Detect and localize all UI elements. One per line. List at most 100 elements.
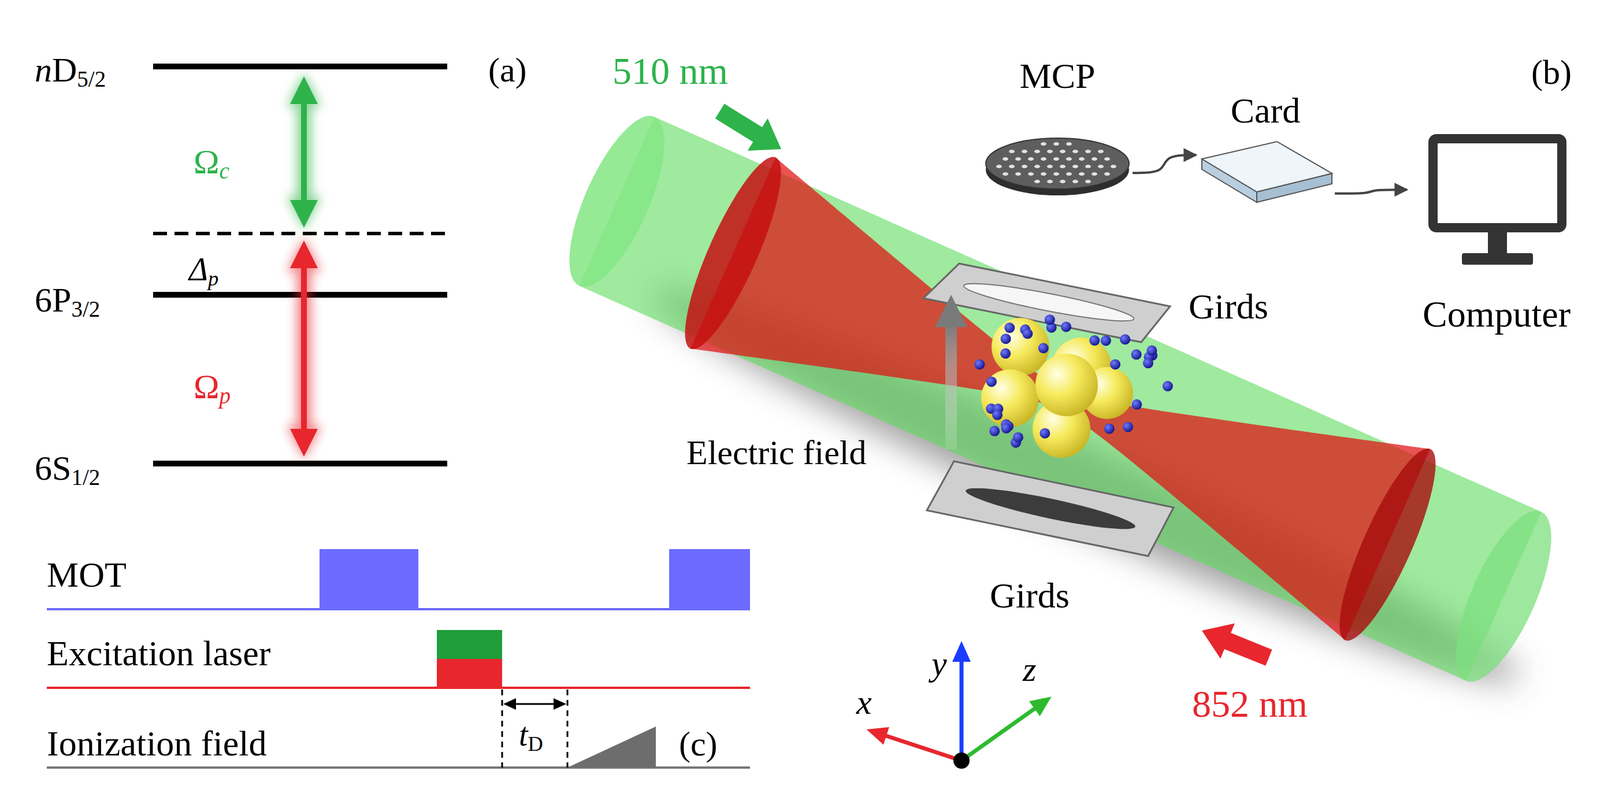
axis-label: y (931, 646, 948, 681)
axis-head (863, 720, 890, 745)
timing-baseline (46, 686, 751, 689)
mcp-channel (1097, 164, 1104, 169)
icon-space (1407, 128, 1587, 296)
level-label: nD5/2 (34, 52, 106, 88)
mcp-channel (1066, 157, 1072, 161)
field-arrow (945, 323, 957, 449)
level-label: 6S1/2 (34, 450, 100, 486)
mcp-channel (1027, 157, 1034, 161)
arrow-head (290, 199, 318, 228)
wavelength-label: 510 nm (612, 52, 729, 91)
electron (1162, 380, 1173, 392)
energy-level (153, 63, 448, 70)
mcp-channel (1091, 157, 1098, 161)
mcp-channel (1027, 172, 1034, 176)
mcp-channel (1078, 157, 1085, 161)
arrow-head (290, 428, 318, 457)
electron (1012, 432, 1024, 443)
mcp-channel (1034, 164, 1041, 169)
mcp-channel (1053, 157, 1060, 161)
mcp-channel (1047, 164, 1053, 169)
electron (1038, 342, 1049, 354)
delay-marker (501, 689, 504, 768)
mcp-channel (1021, 164, 1028, 169)
text-run: p (219, 383, 232, 408)
electron (1142, 357, 1154, 369)
electron (1104, 423, 1115, 434)
text-run: 5/2 (76, 66, 106, 92)
electron (1089, 335, 1100, 346)
mcp-channel (1040, 157, 1047, 161)
electron (992, 409, 1003, 421)
glow-head (286, 236, 322, 272)
mcp-channel (1002, 157, 1009, 161)
text-run: n (34, 50, 53, 89)
axes (863, 640, 1057, 770)
electron (1022, 328, 1033, 339)
pointer-arrow (1194, 612, 1277, 675)
electron (1119, 333, 1131, 345)
mcp-channel (1040, 142, 1047, 146)
mcp-channel (1104, 172, 1111, 176)
mcp-channel (1002, 172, 1009, 176)
mcp-disk (985, 138, 1130, 189)
beam-end (668, 147, 798, 359)
computer: Computer (1407, 128, 1587, 333)
delay-arrow (508, 703, 562, 705)
mcp-channel (1085, 149, 1091, 154)
grid-slot (962, 277, 1136, 328)
mcp-channel (1034, 179, 1041, 184)
acquisition-card: Card (1196, 92, 1335, 203)
text-run: Girds (989, 575, 1070, 615)
probe-beam (690, 157, 1431, 641)
mcp-channel (1059, 164, 1066, 169)
text-run: (c) (678, 724, 718, 763)
virtual-level (153, 231, 448, 236)
grid-slot (963, 480, 1138, 537)
text-run: Δ (188, 251, 209, 288)
laser-beams (545, 93, 1576, 705)
mcp-channel (1066, 142, 1072, 146)
glow-head (286, 72, 322, 107)
mcp-channel (1072, 179, 1079, 184)
channel-label: Excitation laser (46, 635, 271, 671)
mcp-channel (1059, 179, 1066, 184)
arrow-glow (286, 72, 322, 460)
field-arrow-head (934, 294, 968, 328)
arrow-head (503, 698, 516, 710)
probe-pulse (436, 658, 503, 688)
electron (1110, 358, 1121, 370)
mcp-channel (1085, 179, 1091, 184)
electron (1146, 345, 1157, 356)
mcp-channel (1008, 164, 1015, 169)
glow-line (296, 251, 312, 445)
grid-plate (926, 461, 1174, 556)
axis-line (884, 734, 962, 761)
text-run: D (528, 732, 544, 756)
pointer-arrow (709, 94, 792, 166)
beam-pointer (709, 94, 792, 166)
arrow-head (553, 698, 567, 710)
mcp-channel (1047, 179, 1053, 184)
electron (1131, 349, 1142, 360)
beam-pointer (1194, 612, 1277, 675)
rabi-label: Ωc (193, 144, 230, 180)
mcp-channel (1015, 157, 1022, 161)
panel-label: (a) (488, 52, 527, 88)
mcp-channel (1110, 164, 1117, 169)
text-run: 6P (34, 280, 72, 319)
delay-label: tD (518, 718, 544, 751)
text-run: Ionization field (46, 723, 267, 763)
electron (1000, 333, 1012, 344)
electron (989, 425, 1000, 437)
text-run: D (52, 50, 77, 89)
electron-cloud (974, 314, 1173, 448)
signal-cable (1334, 189, 1408, 194)
electron (1004, 322, 1015, 333)
icon-space (1196, 128, 1335, 203)
text-run: Girds (1188, 286, 1269, 326)
electron (1100, 335, 1112, 346)
channel-label: MOT (46, 556, 127, 593)
z-axis (956, 688, 1057, 768)
